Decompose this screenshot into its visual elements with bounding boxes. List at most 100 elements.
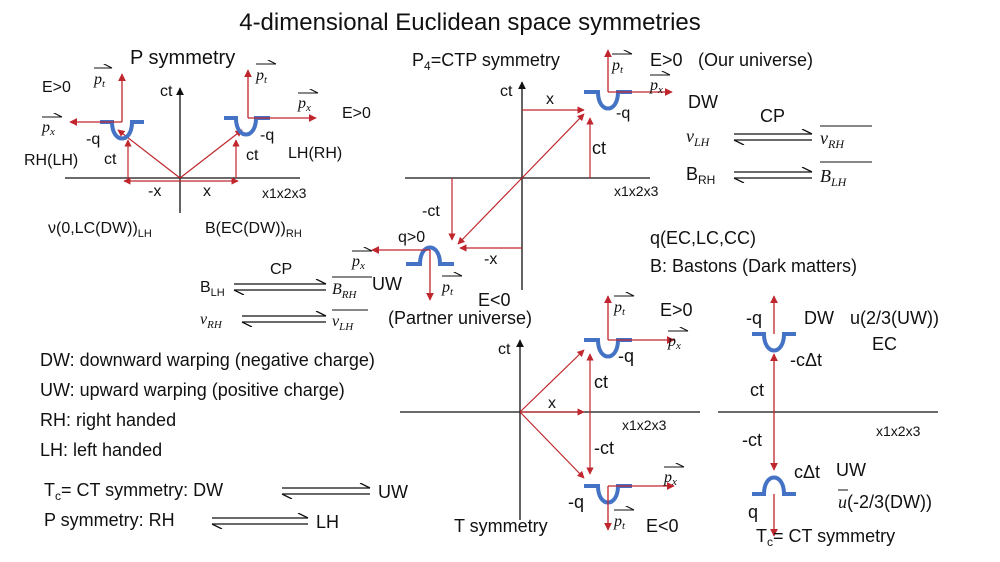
- legend-lh: LH: left handed: [40, 440, 162, 460]
- tc-ubar-label: u(-2/3(DW)): [838, 492, 932, 512]
- t-q-bottom: -q: [568, 492, 584, 512]
- p4-our-universe: (Our universe): [698, 50, 813, 70]
- legend: DW: downward warping (negative charge) U…: [40, 350, 408, 532]
- p-right-px-label: px: [297, 95, 311, 114]
- p4-neg-ct-label: -ct: [422, 203, 440, 220]
- p-wave-left: [100, 120, 144, 141]
- tc-q-top: -q: [746, 308, 762, 328]
- tc-q-bottom: q: [748, 502, 758, 522]
- tc-dims-label: x1x2x3: [876, 423, 921, 439]
- cp-left-b-rh: BRH: [332, 281, 358, 301]
- p4-partner-universe: (Partner universe): [388, 308, 532, 328]
- tc-dw-label: DW: [804, 308, 834, 328]
- cp-left-label: CP: [270, 261, 292, 278]
- t-diag-top: [519, 349, 585, 413]
- tc-u-label: u(2/3(UW)): [850, 308, 939, 328]
- t-ct-axis-label: ct: [498, 341, 511, 358]
- p4-e-pos: E>0: [650, 50, 683, 70]
- cp-left-nu-rh: νRH: [200, 311, 223, 331]
- p4-wave-bottom: [406, 245, 454, 266]
- cp-right-label: CP: [760, 106, 785, 126]
- legend-p: P symmetry: RH: [44, 510, 175, 530]
- p-left-px-label: px: [41, 119, 55, 138]
- p4-ctp-panel: P4=CTP symmetry E>0 (Our universe) ct x1…: [351, 49, 813, 328]
- p-left-q-label: -q: [86, 131, 100, 148]
- p4-panel-title: P4=CTP symmetry: [412, 50, 560, 73]
- t-ct-pos-label: ct: [594, 372, 608, 392]
- p-vector-right: [179, 129, 243, 179]
- tc-wave-bottom: [752, 475, 796, 496]
- p-neg-x-label: -x: [148, 183, 161, 200]
- legend-uw: UW: upward warping (positive charge): [40, 380, 345, 400]
- legend-tc: Tc= CT symmetry: DW: [44, 480, 223, 503]
- t-e-pos: E>0: [660, 300, 693, 320]
- p-lh-rh-label: LH(RH): [288, 145, 342, 162]
- t-dims-label: x1x2x3: [622, 417, 667, 433]
- cp-right-relations: CP νLH νRH BRH BLH: [686, 106, 872, 189]
- t-symmetry-panel: ct x1x2x3 x ct pt px E>0 -q -ct px pt -q…: [400, 296, 700, 536]
- t-bottom-pt-label: pt: [613, 513, 626, 532]
- p4-ct-axis-label: ct: [500, 83, 513, 100]
- p-right-e-label: E>0: [342, 105, 371, 122]
- tc-ct-label: ct: [750, 380, 764, 400]
- charges-b-line: B: Bastons (Dark matters): [650, 256, 857, 276]
- t-diag-bottom: [519, 411, 585, 479]
- p-right-q-label: -q: [260, 127, 274, 144]
- p4-uw-label: UW: [372, 274, 402, 294]
- p4-q-neg: -q: [616, 105, 630, 122]
- t-bottom-px-label: px: [663, 469, 677, 488]
- p4-top-pt-label: pt: [611, 57, 624, 76]
- p-ct-axis-label: ct: [160, 83, 173, 100]
- p-dims-label: x1x2x3: [262, 185, 307, 201]
- p-left-e-label: E>0: [42, 79, 71, 96]
- p4-diag-bottom: [457, 177, 523, 245]
- cp-right-nu-rh: νRH: [820, 128, 845, 151]
- cp-right-b-lh: BLH: [820, 166, 848, 189]
- t-top-pt-label: pt: [613, 299, 626, 318]
- cp-right-nu-lh: νLH: [686, 126, 711, 149]
- p4-dims-label: x1x2x3: [614, 183, 659, 199]
- cp-left-relations: CP BLH BRH νRH νLH: [200, 261, 372, 333]
- p4-ct-label: ct: [592, 138, 606, 158]
- p4-x-label: x: [546, 91, 554, 108]
- legend-rh: RH: right handed: [40, 410, 176, 430]
- p4-bottom-px-label: px: [351, 253, 365, 272]
- legend-dw: DW: downward warping (negative charge): [40, 350, 375, 370]
- t-top-px-label: px: [667, 333, 681, 352]
- tc-cdt-label: cΔt: [794, 462, 820, 482]
- tc-uw-label: UW: [836, 460, 866, 480]
- tc-panel-title: Tc= CT symmetry: [756, 526, 895, 549]
- p-left-ct-label: ct: [104, 151, 117, 168]
- p4-neg-x-label: -x: [484, 251, 497, 268]
- legend-tc-target: UW: [378, 482, 408, 502]
- cp-left-nu-lh: νLH: [332, 313, 354, 333]
- charges-q-line: q(EC,LC,CC): [650, 228, 756, 248]
- tc-ct-panel: x1x2x3 -q DW u(2/3(UW)) EC -cΔt ct -ct c…: [718, 295, 939, 549]
- p4-bottom-pt-label: pt: [441, 279, 454, 298]
- p4-diag-top: [521, 113, 585, 179]
- p-right-pt-label: pt: [255, 67, 268, 86]
- p-left-pt-label: pt: [93, 71, 106, 90]
- p-b-label: B(EC(DW))RH: [205, 220, 302, 240]
- p-rh-lh-label: RH(LH): [24, 152, 78, 169]
- p-panel-title: P symmetry: [130, 47, 235, 69]
- t-x-label: x: [548, 395, 556, 412]
- cp-right-b-rh: BRH: [686, 164, 715, 187]
- t-q-top: -q: [618, 346, 634, 366]
- t-panel-title: T symmetry: [454, 516, 548, 536]
- tc-neg-ct-label: -ct: [742, 430, 762, 450]
- legend-p-target: LH: [316, 512, 339, 532]
- p-right-ct-label: ct: [246, 147, 259, 164]
- t-e-neg: E<0: [646, 516, 679, 536]
- p-nu-label: ν(0,LC(DW))LH: [48, 220, 152, 240]
- p-symmetry-panel: P symmetry ct -x x x1x2x3 E>0 pt px -q R…: [24, 47, 371, 240]
- p4-q-pos: q>0: [398, 229, 425, 246]
- tc-wave-top: [752, 332, 796, 353]
- p4-dw-label: DW: [688, 92, 718, 112]
- t-ct-neg-label: -ct: [594, 438, 614, 458]
- page-title: 4-dimensional Euclidean space symmetries: [239, 9, 701, 36]
- tc-ec-label: EC: [872, 334, 897, 354]
- p-x-label: x: [203, 183, 211, 200]
- p4-e-neg: E<0: [478, 290, 511, 310]
